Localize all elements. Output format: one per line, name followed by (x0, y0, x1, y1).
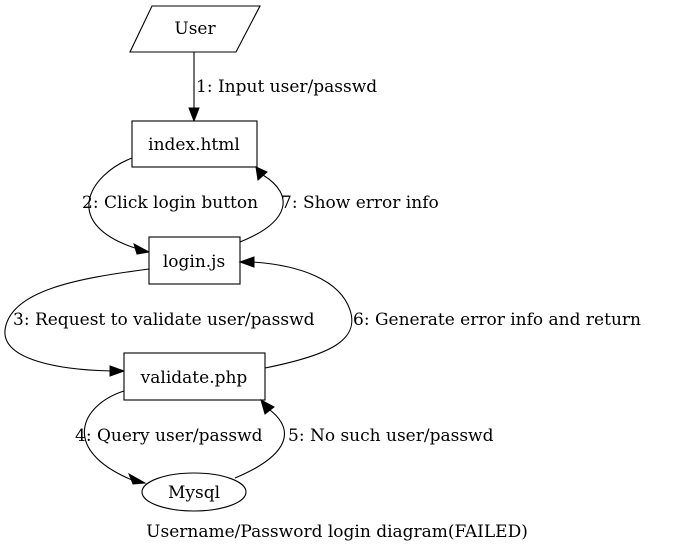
node-index: index.html (131, 120, 258, 168)
node-mysql: Mysql (141, 472, 247, 512)
login-shape (148, 236, 241, 285)
edge-6-label: 6: Generate error info and return (353, 310, 641, 330)
node-user: User (129, 5, 261, 53)
edge-2-label: 2: Click login button (82, 193, 258, 213)
edge-7-label: 7: Show error info (281, 193, 439, 213)
validate-shape (123, 352, 266, 401)
edge-4-arrowhead (128, 472, 147, 485)
edge-3: 3: Request to validate user/passwd (4, 268, 315, 377)
node-validate: validate.php (123, 352, 266, 401)
edge-4-label: 4: Query user/passwd (75, 426, 263, 446)
edge-5: 5: No such user/passwd (234, 398, 494, 479)
mysql-label: Mysql (168, 483, 220, 503)
user-label: User (174, 19, 216, 39)
user-shape (129, 5, 261, 53)
edge-3-label: 3: Request to validate user/passwd (13, 310, 315, 330)
node-login: login.js (148, 236, 241, 285)
edge-7-arrowhead (255, 166, 268, 181)
edge-3-arrowhead (109, 365, 126, 377)
edge-2-line (88, 157, 139, 250)
login-label: login.js (163, 252, 225, 272)
edge-2-arrowhead (133, 242, 151, 255)
edge-1-arrowhead (188, 107, 200, 123)
edge-6-arrowhead (238, 256, 255, 268)
mysql-shape (141, 472, 247, 512)
edge-6: 6: Generate error info and return (238, 256, 641, 369)
diagram-caption: Username/Password login diagram(FAILED) (146, 522, 528, 542)
edge-5-line (234, 409, 285, 479)
edge-5-label: 5: No such user/passwd (288, 426, 494, 446)
edge-7: 7: Show error info (239, 166, 439, 243)
edge-4: 4: Query user/passwd (75, 390, 263, 485)
edge-7-line (239, 174, 284, 243)
edge-4-line (83, 390, 133, 481)
edge-2: 2: Click login button (82, 157, 258, 255)
edge-1: 1: Input user/passwd (188, 52, 377, 123)
edge-3-line (4, 268, 150, 372)
index-label: index.html (148, 135, 240, 155)
edge-6-line (251, 261, 353, 369)
validate-label: validate.php (140, 368, 248, 388)
index-shape (131, 120, 258, 168)
edge-5-arrowhead (260, 398, 275, 415)
edge-1-label: 1: Input user/passwd (196, 77, 377, 97)
